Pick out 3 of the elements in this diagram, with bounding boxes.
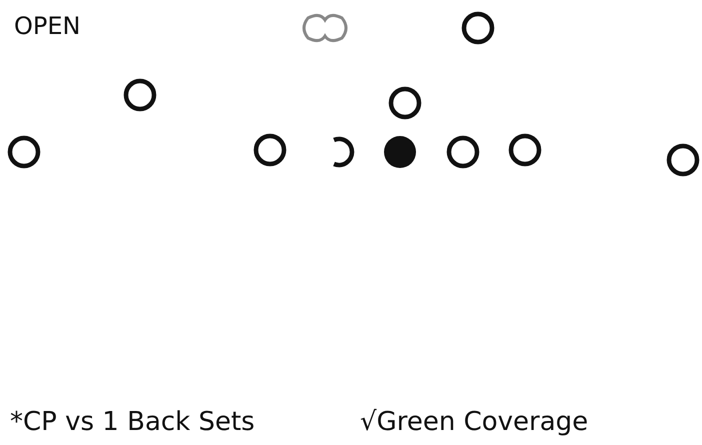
note-text: *CP vs 1 Back Sets (10, 407, 255, 437)
formation-title: OPEN (14, 12, 80, 40)
note-text: √Green Coverage (360, 407, 588, 437)
